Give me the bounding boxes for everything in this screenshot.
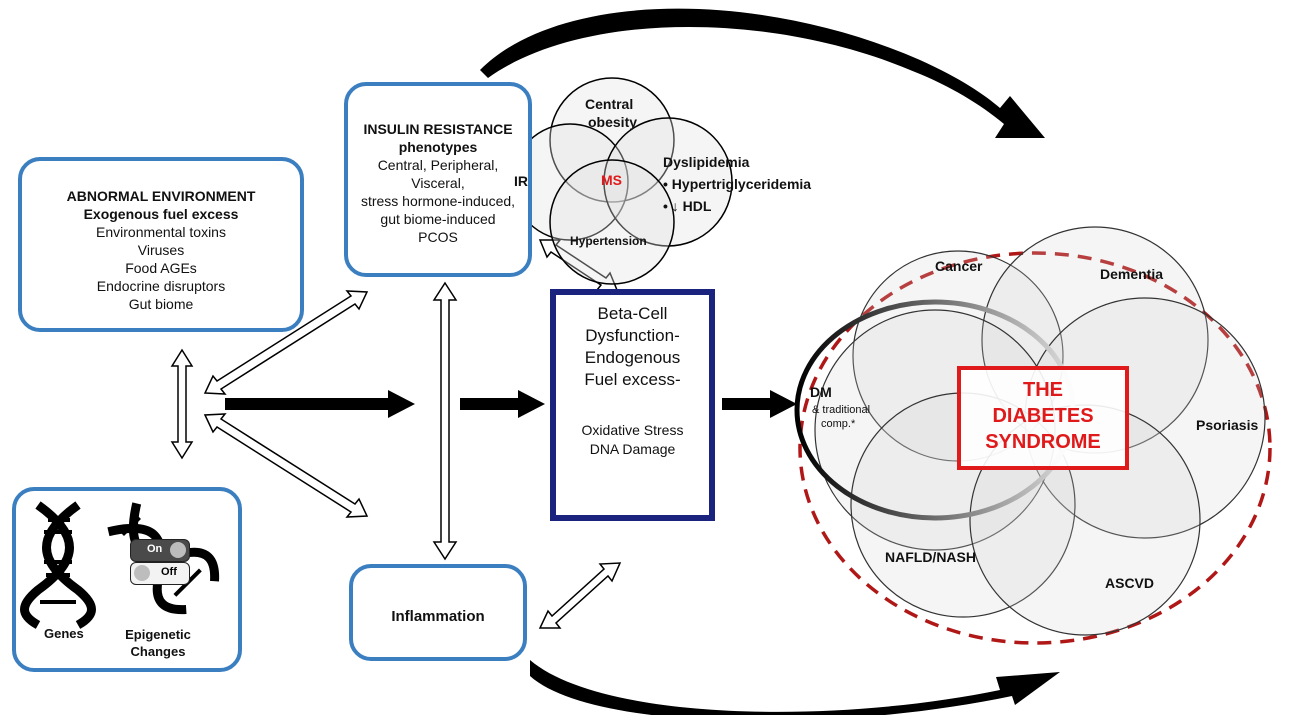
ir-subtitle: phenotypes [398, 139, 478, 155]
top-curved-arrow [480, 8, 1045, 138]
syndrome-title-1: THE [1023, 379, 1063, 401]
ms-central-1: Central [585, 96, 634, 112]
ms-dyslipidemia: Dyslipidemia [663, 154, 750, 170]
ms-ir-label: IR [514, 173, 528, 189]
diabetes-syndrome-title-box: THE DIABETES SYNDROME [957, 366, 1129, 470]
env-item: Viruses [137, 242, 185, 258]
syndrome-dm: DM [810, 384, 832, 400]
beta-line-1: Beta-Cell [597, 304, 668, 323]
venn-central-obesity [549, 77, 675, 203]
env-title: ABNORMAL ENVIRONMENT [66, 188, 256, 204]
double-arrow-inflammation-beta [538, 562, 622, 629]
black-arrow-1 [225, 390, 415, 418]
epigenetic-line-1: Epigenetic [125, 627, 191, 642]
double-arrow-hub-ir [203, 290, 369, 395]
black-arrow-2 [460, 390, 545, 418]
beta-line-2: Dysfunction- [585, 326, 680, 345]
ms-venn [511, 77, 733, 285]
beta-cell-box: Beta-Cell Dysfunction- Endogenous Fuel e… [550, 289, 715, 521]
syndrome-cancer: Cancer [935, 258, 983, 274]
bottom-curved-arrow [530, 660, 1060, 715]
env-item: Food AGEs [125, 260, 197, 276]
venn-hypertension [549, 159, 675, 285]
dna-genes-icon [20, 501, 96, 629]
syndrome-title-2: DIABETES [992, 405, 1094, 427]
epigenetic-line-2: Changes [130, 644, 186, 659]
ms-hypertriglyceridemia: • Hypertriglyceridemia [663, 176, 812, 192]
env-item: Gut biome [128, 296, 194, 312]
ms-hdl: • ↓ HDL [663, 198, 712, 214]
inflammation-box: Inflammation [349, 564, 527, 661]
beta-line-4: Fuel excess- [584, 370, 681, 389]
env-item: Environmental toxins [96, 224, 226, 240]
insulin-resistance-box: INSULIN RESISTANCE phenotypes Central, P… [344, 82, 532, 277]
inflammation-label: Inflammation [391, 608, 485, 625]
off-toggle-label: Off [161, 566, 177, 578]
double-arrow-ir-inflammation [432, 281, 458, 561]
syndrome-dashed-ellipse [798, 251, 1272, 645]
ir-title: INSULIN RESISTANCE [363, 121, 513, 137]
ir-item: Visceral, [411, 175, 465, 191]
beta-line-3: Endogenous [584, 348, 681, 367]
on-toggle-knob [170, 542, 186, 558]
beta-line-5: Oxidative Stress [581, 422, 684, 438]
double-arrow-env-genes [170, 348, 194, 460]
epigenetic-label: Epigenetic Changes [118, 626, 198, 660]
ir-item: PCOS [418, 229, 458, 245]
genes-box [12, 487, 242, 672]
syndrome-ascvd: ASCVD [1105, 575, 1155, 591]
beta-line-6: DNA Damage [589, 441, 676, 457]
double-arrow-hub-inflammation [203, 413, 369, 518]
genes-label: Genes [44, 626, 84, 641]
off-toggle-knob [134, 565, 150, 581]
ir-item: gut biome-induced [380, 211, 496, 227]
env-item: Endocrine disruptors [96, 278, 226, 294]
ms-hypertension: Hypertension [570, 234, 647, 248]
abnormal-environment-box: ABNORMAL ENVIRONMENT Exogenous fuel exce… [18, 157, 304, 332]
env-subtitle: Exogenous fuel excess [83, 206, 239, 222]
ms-central-2: obesity [588, 114, 638, 130]
black-arrow-3 [722, 390, 797, 418]
ms-label: MS [601, 172, 622, 188]
off-toggle: Off [130, 562, 190, 585]
ir-item: Central, Peripheral, [377, 157, 499, 173]
syndrome-dm-sub-2: comp.* [821, 418, 856, 430]
venn-dyslipidemia [603, 117, 733, 247]
ir-item: stress hormone-induced, [360, 193, 516, 209]
on-toggle-label: On [147, 543, 163, 555]
syndrome-psoriasis: Psoriasis [1196, 417, 1259, 433]
syndrome-dementia: Dementia [1100, 266, 1164, 282]
on-toggle: On [130, 539, 190, 562]
syndrome-dm-sub-1: & traditional [812, 404, 871, 416]
syndrome-nafld: NAFLD/NASH [885, 549, 976, 565]
syndrome-title-3: SYNDROME [985, 431, 1101, 453]
